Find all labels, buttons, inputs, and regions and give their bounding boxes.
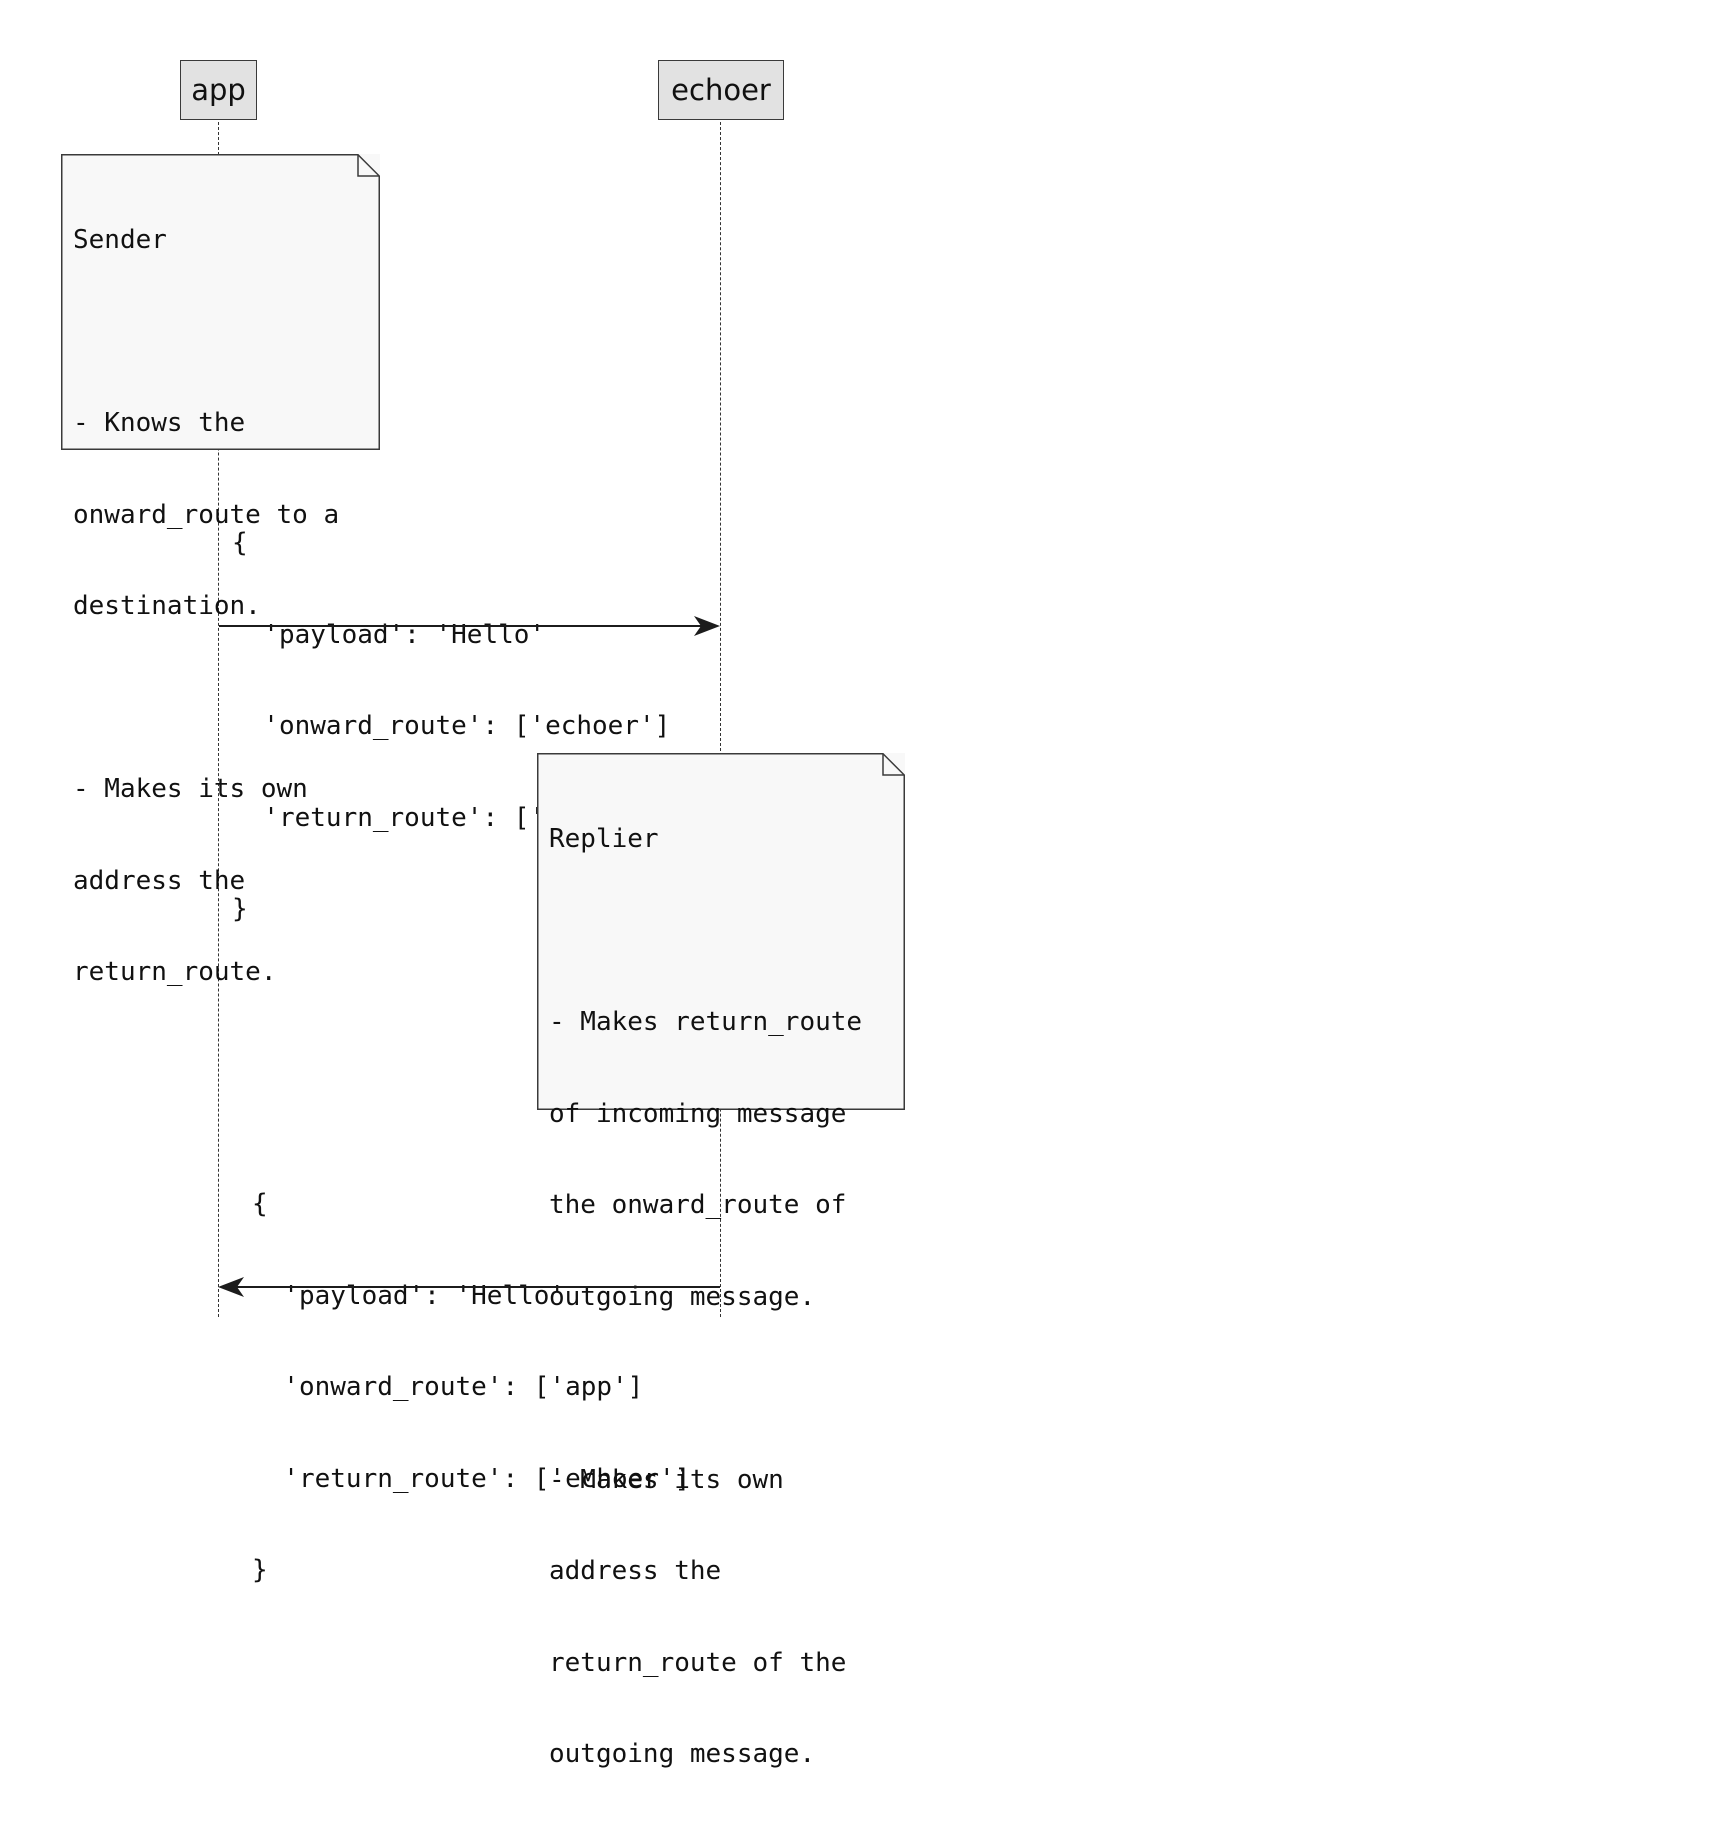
- participant-echoer-label: echoer: [671, 73, 771, 107]
- note-replier-line: return_route of the: [549, 1647, 847, 1678]
- note-sender-line: onward_route to a: [73, 499, 340, 530]
- message-reply-line: 'payload': 'Hello': [252, 1280, 566, 1311]
- participant-app: app: [180, 60, 257, 120]
- message-request-line: {: [232, 528, 248, 558]
- note-replier: Replier - Makes return_route of incoming…: [537, 753, 905, 1769]
- note-sender-shape: [61, 154, 380, 450]
- note-sender-line: [73, 317, 368, 348]
- lifeline-app: [218, 122, 219, 1317]
- note-sender-line: return_route.: [73, 957, 277, 987]
- note-replier-line: Replier: [549, 824, 659, 854]
- note-replier-line: of incoming message: [549, 1098, 847, 1129]
- participant-app-label: app: [191, 73, 246, 107]
- note-sender-line: Sender: [73, 225, 167, 255]
- message-reply-line: 'onward_route': ['app']: [252, 1372, 644, 1402]
- note-replier-line: - Makes return_route: [549, 1007, 863, 1037]
- message-reply-line: }: [252, 1555, 268, 1585]
- message-reply-line: 'return_route': ['echoer']: [252, 1463, 691, 1494]
- message-reply-line: {: [252, 1189, 268, 1219]
- message-reply-label: { 'payload': 'Hello' 'onward_route': ['a…: [252, 1128, 690, 1616]
- note-sender: Sender - Knows the onward_route to a des…: [61, 154, 380, 987]
- message-request-line: 'onward_route': ['echoer']: [232, 711, 671, 741]
- participant-echoer: echoer: [658, 60, 784, 120]
- note-sender-line: - Makes its own: [73, 774, 308, 804]
- note-sender-line: destination.: [73, 591, 261, 621]
- message-request-line: 'payload': 'Hello': [232, 619, 546, 650]
- note-sender-line: address the: [73, 865, 246, 896]
- lifeline-echoer: [720, 122, 721, 1317]
- note-replier-line: outgoing message.: [549, 1739, 816, 1769]
- note-replier-line: the onward_route of: [549, 1190, 847, 1220]
- message-request-line: }: [232, 894, 248, 924]
- note-replier-line: [549, 916, 893, 947]
- note-sender-line: - Knows the: [73, 408, 246, 438]
- note-replier-shape: [537, 753, 905, 1110]
